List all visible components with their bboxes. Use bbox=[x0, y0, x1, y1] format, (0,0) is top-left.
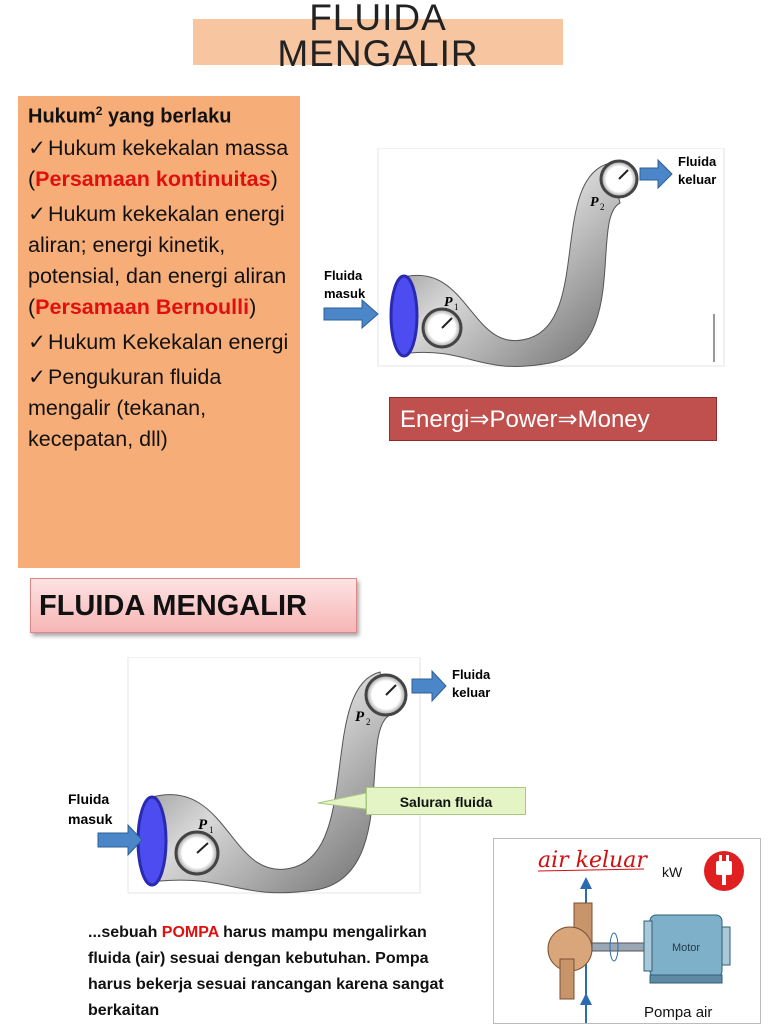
inlet-arrow-icon bbox=[323, 298, 379, 330]
motor-label: Motor bbox=[672, 942, 700, 954]
page-title: FLUIDA MENGALIR bbox=[193, 0, 563, 72]
pressure-gauge-p1-icon bbox=[421, 307, 463, 349]
laws-heading-sup: 2 bbox=[95, 104, 103, 118]
law-item-energy-flow: ✓Hukum kekekalan energi aliran; energi k… bbox=[28, 199, 290, 323]
inlet-label-1: Fluida bbox=[68, 791, 109, 807]
law-text: Hukum kekekalan energi aliran; energi ki… bbox=[28, 201, 287, 319]
law-highlight: Persamaan kontinuitas bbox=[35, 166, 271, 191]
check-icon: ✓ bbox=[28, 135, 47, 160]
p2-label: P bbox=[590, 195, 599, 210]
outlet-label-1: Fluida bbox=[678, 154, 717, 169]
p2-sub: 2 bbox=[600, 202, 605, 212]
law-item-measurement: ✓Pengukuran fluida mengalir (tekanan, ke… bbox=[28, 362, 290, 455]
p2-sub: 2 bbox=[366, 717, 371, 727]
p1-label: P bbox=[198, 817, 208, 833]
pipe-inlet bbox=[136, 795, 168, 887]
pipe-inlet bbox=[389, 274, 419, 358]
title-line-1: FLUIDA bbox=[309, 0, 447, 38]
pump-caption: Pompa air bbox=[644, 1004, 712, 1021]
pump-figure: air keluar kW Motor Pompa air bbox=[493, 838, 761, 1024]
laws-heading-main: Hukum bbox=[28, 105, 96, 128]
p1-sub: 1 bbox=[209, 825, 214, 835]
inlet-label-1: Fluida bbox=[324, 268, 363, 283]
paragraph-highlight: POMPA bbox=[161, 924, 219, 941]
outlet-arrow-icon bbox=[639, 158, 673, 190]
energy-chain-banner: Energi⇒Power⇒Money bbox=[389, 397, 717, 441]
title-line-2: MENGALIR bbox=[277, 33, 479, 74]
pump-diagram: air keluar kW Motor Pompa air bbox=[537, 848, 744, 1023]
inlet-label-2: masuk bbox=[324, 286, 366, 301]
power-unit: kW bbox=[662, 864, 683, 880]
law-highlight: Persamaan Bernoulli bbox=[35, 294, 250, 319]
outlet-arrow-icon bbox=[411, 669, 447, 703]
law-text: Pengukuran fluida mengalir (tekanan, kec… bbox=[28, 364, 222, 451]
laws-heading-rest: yang berlaku bbox=[102, 105, 232, 128]
outlet-label-2: keluar bbox=[452, 685, 490, 700]
check-icon: ✓ bbox=[28, 329, 47, 354]
law-item-mass: ✓Hukum kekekalan massa (Persamaan kontin… bbox=[28, 133, 290, 195]
pressure-gauge-p1-icon bbox=[174, 830, 220, 876]
inlet-arrow-icon bbox=[97, 823, 143, 857]
outlet-label-2: keluar bbox=[678, 172, 716, 187]
check-icon: ✓ bbox=[28, 201, 47, 226]
flow-in-arrow-icon bbox=[580, 993, 592, 1005]
law-text-end: ) bbox=[249, 294, 257, 319]
law-text: Hukum kekekalan massa ( bbox=[28, 135, 289, 191]
paragraph-post: harus mampu mengalirkan fluida (air) ses… bbox=[88, 924, 444, 1019]
p1-sub: 1 bbox=[454, 302, 459, 312]
figure-frame bbox=[377, 148, 725, 367]
flow-up-arrow-icon bbox=[580, 877, 592, 889]
pump-paragraph: ...sebuah POMPA harus mampu mengalirkan … bbox=[88, 920, 468, 1024]
motor-icon: Motor bbox=[643, 914, 731, 984]
p2-label: P bbox=[355, 709, 365, 725]
laws-heading: Hukum2 yang berlaku bbox=[28, 104, 290, 129]
inlet-label-2: masuk bbox=[68, 811, 113, 827]
law-text: Hukum Kekekalan energi bbox=[48, 329, 289, 354]
pipe-diagram-2: P 1 P 2 Fluida keluar Fluida masuk bbox=[68, 657, 491, 894]
section-heading: FLUIDA MENGALIR bbox=[30, 578, 357, 633]
p1-label: P bbox=[444, 295, 453, 310]
pressure-gauge-p2-icon bbox=[364, 673, 408, 717]
paragraph-pre: ...sebuah bbox=[88, 924, 162, 941]
pipe-diagram-1: P 1 P 2 Fluida keluar Fluida masuk bbox=[323, 148, 725, 367]
laws-box: Hukum2 yang berlaku ✓Hukum kekekalan mas… bbox=[18, 96, 300, 568]
check-icon: ✓ bbox=[28, 364, 47, 389]
power-plug-icon bbox=[704, 851, 744, 891]
pressure-gauge-p2-icon bbox=[599, 159, 639, 199]
handwriting-stroke bbox=[537, 868, 645, 872]
law-text-end: ) bbox=[270, 166, 278, 191]
law-item-energy: ✓Hukum Kekekalan energi bbox=[28, 327, 290, 358]
channel-callout: Saluran fluida bbox=[366, 787, 526, 815]
title-band bbox=[193, 19, 563, 65]
pump-casing-icon bbox=[547, 902, 645, 1000]
outlet-label-1: Fluida bbox=[452, 667, 491, 682]
